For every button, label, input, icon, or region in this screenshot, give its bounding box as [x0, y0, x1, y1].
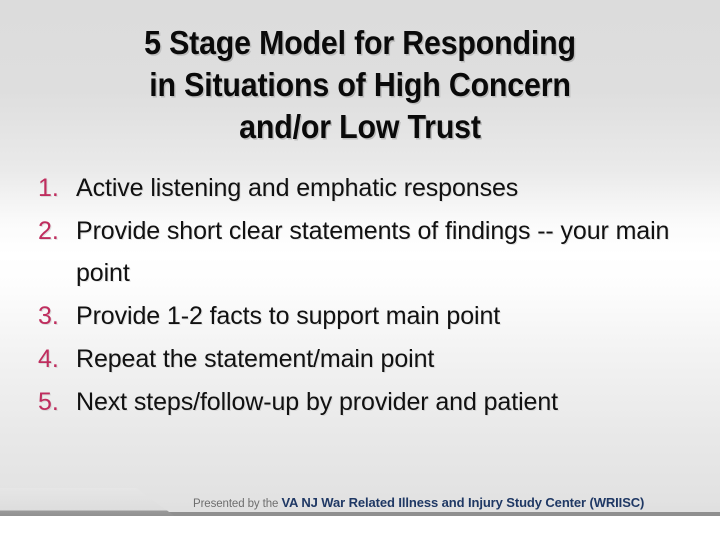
list-item: 3. Provide 1-2 facts to support main poi…	[30, 295, 690, 337]
list-item-text: Repeat the statement/main point	[76, 345, 435, 373]
list-item: 2. Provide short clear statements of fin…	[30, 210, 690, 294]
list-item: 1. Active listening and emphatic respons…	[30, 167, 690, 209]
title-line-2: in Situations of High Concern	[149, 66, 571, 103]
footer-bottom-margin	[0, 516, 720, 540]
footer-divider-rule	[0, 512, 720, 516]
list-item-number: 1.	[38, 174, 59, 202]
footer-prefix-text: Presented by the	[193, 498, 282, 510]
list-item-text: Active listening and emphatic responses	[76, 174, 519, 202]
title-line-3: and/or Low Trust	[239, 108, 481, 145]
list-item-number: 4.	[38, 345, 59, 373]
footer-ribbon-shape	[0, 488, 176, 517]
footer-attribution: Presented by the VA NJ War Related Illne…	[193, 494, 713, 512]
list-item-text: Provide 1-2 facts to support main point	[76, 302, 501, 330]
list-item-number: 5.	[38, 388, 59, 416]
footer-organization-text: VA NJ War Related Illness and Injury Stu…	[281, 495, 645, 510]
list-item: 4. Repeat the statement/main point	[30, 338, 690, 380]
numbered-list: 1. Active listening and emphatic respons…	[30, 167, 690, 424]
page-title: 5 Stage Model for Responding in Situatio…	[18, 22, 702, 148]
list-item-number: 3.	[38, 302, 59, 330]
list-item-text: Next steps/follow-up by provider and pat…	[76, 388, 558, 416]
list-item-number: 2.	[38, 217, 59, 245]
list-item: 5. Next steps/follow-up by provider and …	[30, 381, 690, 423]
list-item-text: Provide short clear statements of findin…	[76, 217, 670, 287]
title-line-1: 5 Stage Model for Responding	[144, 24, 576, 61]
